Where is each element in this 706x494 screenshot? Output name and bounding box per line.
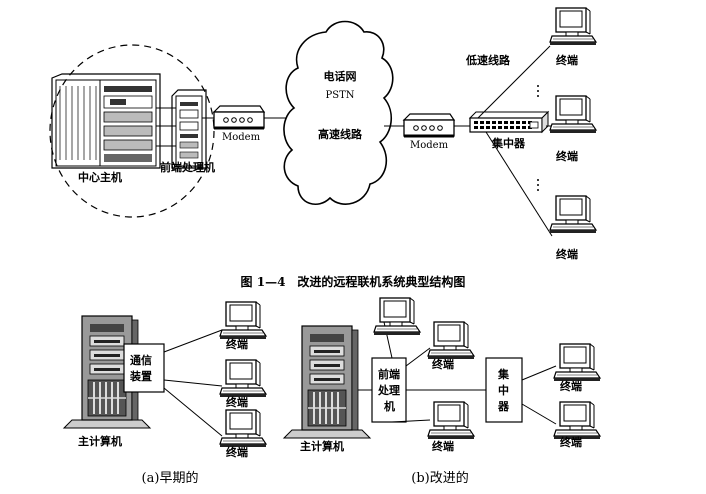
modem-right-label: Modem xyxy=(410,140,449,151)
terminal-label-top-3: 终端 xyxy=(556,247,578,261)
terminal-label-top-2: 终端 xyxy=(556,149,578,163)
terminal-icon-b-4 xyxy=(553,343,601,382)
link-comm-terminal-1 xyxy=(163,329,223,353)
central-host-icon xyxy=(51,73,161,169)
bottom-right-diagram: 主计算机 前端 处理 机 终端 终端 集 中 器 终端 终端 (b)改进的 xyxy=(283,297,601,486)
modem-left-icon xyxy=(212,104,266,130)
front-end-label-b-3: 机 xyxy=(384,399,395,413)
terminal-icon-b-1 xyxy=(373,297,421,336)
terminal-icon-b-2 xyxy=(427,321,475,360)
comm-device-label-1: 通信 xyxy=(130,353,152,367)
front-end-label-b-2: 处理 xyxy=(377,383,400,397)
host-group-boundary xyxy=(49,44,215,218)
terminal-label-a-3: 终端 xyxy=(226,445,248,459)
link-fep-terminal-b2 xyxy=(405,347,431,367)
low-speed-line-1 xyxy=(477,45,551,119)
front-end-label-b-1: 前端 xyxy=(378,367,400,381)
terminal-icon-b-5 xyxy=(553,401,601,440)
subcaption-a: (a)早期的 xyxy=(142,470,199,486)
comm-device-label-2: 装置 xyxy=(129,369,152,383)
cloud-text-1: 电话网 xyxy=(324,69,357,83)
figure-caption: 图 1—4 改进的远程联机系统典型结构图 xyxy=(241,274,466,289)
link-concentrator-terminal-b2 xyxy=(521,403,557,425)
terminal-label-b-1: 终端 xyxy=(432,357,454,371)
modem-left-label: Modem xyxy=(222,132,261,143)
top-diagram: 中心主机 前端处理机 Modem 电话网 PSTN 高速线路 Modem xyxy=(49,7,597,289)
comm-device-box xyxy=(123,343,165,393)
link-comm-terminal-3 xyxy=(163,387,223,437)
terminal-icon-a-3 xyxy=(219,409,267,448)
concentrator-label-b-2: 中 xyxy=(498,383,509,397)
terminal-label-top-1: 终端 xyxy=(556,53,578,67)
ellipsis-dots-2 xyxy=(537,179,539,191)
subcaption-b: (b)改进的 xyxy=(411,470,468,486)
terminal-icon-a-1 xyxy=(219,301,267,340)
pstn-cloud xyxy=(283,20,394,206)
concentrator-label-b-3: 器 xyxy=(497,400,510,413)
concentrator-icon xyxy=(468,110,550,134)
front-end-processor-label: 前端处理机 xyxy=(160,160,215,174)
concentrator-box-b xyxy=(485,357,523,423)
terminal-icon-top-1 xyxy=(549,7,597,46)
terminal-label-b-2: 终端 xyxy=(432,439,454,453)
low-speed-label: 低速线路 xyxy=(465,53,511,67)
front-end-processor-icon xyxy=(171,89,207,169)
ellipsis-dots-1 xyxy=(537,85,539,97)
bottom-left-diagram: 主计算机 通信 装置 终端 终端 终端 (a)早期的 xyxy=(63,301,267,486)
modem-right-icon xyxy=(402,112,456,138)
host-tower-icon-b xyxy=(283,325,371,439)
link-fep-terminal-b3 xyxy=(391,419,431,423)
central-host-label: 中心主机 xyxy=(78,170,122,184)
cloud-text-3: 高速线路 xyxy=(318,127,363,141)
cloud-text-2: PSTN xyxy=(326,90,355,101)
terminal-icon-a-2 xyxy=(219,359,267,398)
terminal-label-a-2: 终端 xyxy=(226,395,248,409)
terminal-label-a-1: 终端 xyxy=(226,337,248,351)
terminal-icon-b-3 xyxy=(427,401,475,440)
front-end-box-b xyxy=(371,357,407,423)
terminal-label-b-3: 终端 xyxy=(560,379,582,393)
concentrator-label-b-1: 集 xyxy=(497,367,510,381)
link-concentrator-terminal-b1 xyxy=(521,365,557,381)
terminal-icon-top-2 xyxy=(549,95,597,134)
host-label-b: 主计算机 xyxy=(300,439,344,453)
host-label-a: 主计算机 xyxy=(78,434,122,448)
link-comm-terminal-2 xyxy=(163,379,223,387)
terminal-icon-top-3 xyxy=(549,195,597,234)
low-speed-line-3 xyxy=(485,131,553,237)
concentrator-label: 集中器 xyxy=(491,136,526,150)
terminal-label-b-4: 终端 xyxy=(560,435,582,449)
